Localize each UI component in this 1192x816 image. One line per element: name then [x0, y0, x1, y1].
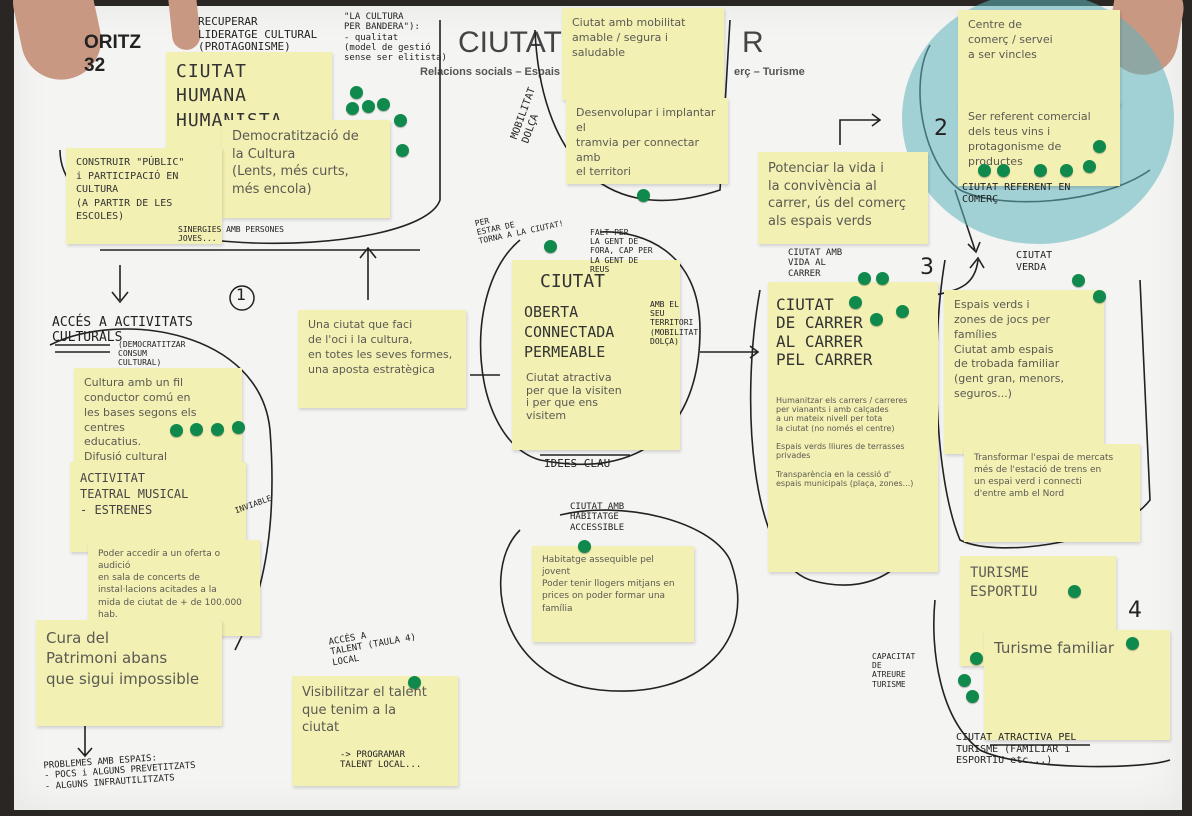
- note-construir-public: CONSTRUIR "PÚBLIC" i PARTICIPACIÓ EN CUL…: [66, 148, 222, 244]
- programar-talent: -> PROGRAMAR TALENT LOCAL...: [340, 750, 422, 771]
- note-visibilitzar: Visibilitzar el talent que tenim a la ci…: [292, 676, 458, 786]
- vote-dot: [1068, 585, 1081, 598]
- vote-dot: [1093, 140, 1106, 153]
- vote-dot: [346, 102, 359, 115]
- ciutat-oberta-3: PERMEABLE: [524, 343, 606, 361]
- note-ciutat-oberta: [512, 260, 680, 450]
- vote-dot: [170, 424, 183, 437]
- note-potenciar-vida: Potenciar la vida i la convivència al ca…: [758, 152, 928, 244]
- vote-dot: [190, 423, 203, 436]
- corner-number: 32: [84, 55, 106, 76]
- number-2: 2: [934, 116, 948, 141]
- label-amb-el-seu: AMB EL SEU TERRITORI (MOBILITAT DOLÇA): [650, 300, 699, 346]
- note-espais-verds: Espais verds i zones de jocs per famílie…: [944, 290, 1104, 454]
- label-habitatge: CIUTAT AMB HABITATGE ACCESSIBLE: [570, 502, 625, 533]
- label-democratitzar-consum: (DEMOCRATITZAR CONSUM CULTURAL): [118, 340, 186, 368]
- label-capacitat: CAPACITAT DE ATREURE TURISME: [872, 652, 916, 689]
- vote-dot: [978, 164, 991, 177]
- vote-dot: [377, 98, 390, 111]
- vote-dot: [958, 674, 971, 687]
- vote-dot: [858, 272, 871, 285]
- note-transformar: Transformar l'espai de mercats més de l'…: [964, 444, 1140, 542]
- note-democratitzacio: Democratització de la Cultura (Lents, mé…: [222, 120, 390, 218]
- vote-dot: [211, 423, 224, 436]
- note-centre-comerc: Centre de comerç / servei a ser vincles: [958, 10, 1120, 106]
- corner-label: ORITZ: [84, 32, 141, 53]
- label-vida-carrer: CIUTAT AMB VIDA AL CARRER: [788, 248, 843, 279]
- poster-subtitle-tail: erç – Turisme: [734, 66, 805, 78]
- number-4: 4: [1128, 598, 1142, 623]
- ciutat-carrer-body: Humanitzar els carrers / carreres per vi…: [776, 396, 914, 488]
- note-cura-patrimoni: Cura del Patrimoni abans que sigui impos…: [36, 620, 222, 726]
- vote-dot: [637, 189, 650, 202]
- vote-dot: [896, 305, 909, 318]
- vote-dot: [396, 144, 409, 157]
- note-cultura-fil: Cultura amb un fil conductor comú en les…: [74, 368, 242, 472]
- label-referent-comerc: CIUTAT REFERENT EN COMERÇ: [962, 182, 1071, 205]
- note-ciutat-carrer: [768, 282, 938, 572]
- vote-dot: [1126, 637, 1139, 650]
- number-3: 3: [920, 255, 934, 280]
- vote-dot: [408, 676, 421, 689]
- label-sinergies: SINERGIES AMB PERSONES JOVES...: [178, 225, 284, 244]
- circled-number-1: 1: [236, 285, 247, 304]
- poster-subtitle: Relacions socials – Espais d: [420, 66, 570, 78]
- note-tramvia: Desenvolupar i implantar el tramvia per …: [566, 98, 728, 184]
- vote-dot: [1060, 164, 1073, 177]
- vote-dot: [970, 652, 983, 665]
- vote-dot: [362, 100, 375, 113]
- vote-dot: [394, 114, 407, 127]
- label-falt-per: FALT PER LA GENT DE FORA, CAP PER LA GEN…: [590, 228, 653, 274]
- ciutat-oberta-title: CIUTAT: [540, 271, 606, 292]
- note-activitat-teatral: ACTIVITAT TEATRAL MUSICAL - ESTRENES: [70, 462, 246, 552]
- label-la-cultura: "LA CULTURA PER BANDERA"): - qualitat (m…: [344, 12, 447, 64]
- poster-title: CIUTAT: [458, 26, 562, 59]
- vote-dot: [232, 421, 245, 434]
- vote-dot: [350, 86, 363, 99]
- vote-dot: [1093, 290, 1106, 303]
- vote-dot: [578, 540, 591, 553]
- ciutat-oberta-2: CONNECTADA: [524, 323, 615, 341]
- note-una-ciutat: Una ciutat que faci de l'oci i la cultur…: [298, 310, 466, 408]
- ciutat-carrer-title: CIUTAT DE CARRER AL CARRER PEL CARRER: [776, 295, 873, 370]
- label-recuperar: RECUPERAR LIDERATGE CULTURAL (PROTAGONIS…: [198, 15, 318, 54]
- vote-dot: [966, 690, 979, 703]
- note-turisme-familiar: Turisme familiar: [984, 630, 1170, 740]
- poster-title-tail: R: [742, 26, 764, 59]
- note-mobilitat-amable: Ciutat amb mobilitat amable / segura i s…: [562, 8, 724, 100]
- label-ciutat-verda: CIUTAT VERDA: [1016, 250, 1053, 273]
- vote-dot: [1072, 274, 1085, 287]
- label-atractiva-turisme: CIUTAT ATRACTIVA PEL TURISME (FAMILIAR i…: [956, 732, 1077, 766]
- ciutat-atractiva-text: Ciutat atractiva per que la visiten i pe…: [526, 371, 622, 422]
- vote-dot: [997, 164, 1010, 177]
- ciutat-oberta-1: OBERTA: [524, 303, 579, 321]
- vote-dot: [544, 240, 557, 253]
- vote-dot: [876, 272, 889, 285]
- vote-dot: [1083, 160, 1096, 173]
- vote-dot: [849, 296, 862, 309]
- vote-dot: [1034, 164, 1047, 177]
- note-habitatge: Habitatge assequible pel jovent Poder te…: [532, 546, 694, 642]
- label-acces-activitats: ACCÉS A ACTIVITATS CULTURALS: [52, 315, 193, 345]
- label-idees-clau: IDEES CLAU: [544, 457, 611, 470]
- vote-dot: [870, 313, 883, 326]
